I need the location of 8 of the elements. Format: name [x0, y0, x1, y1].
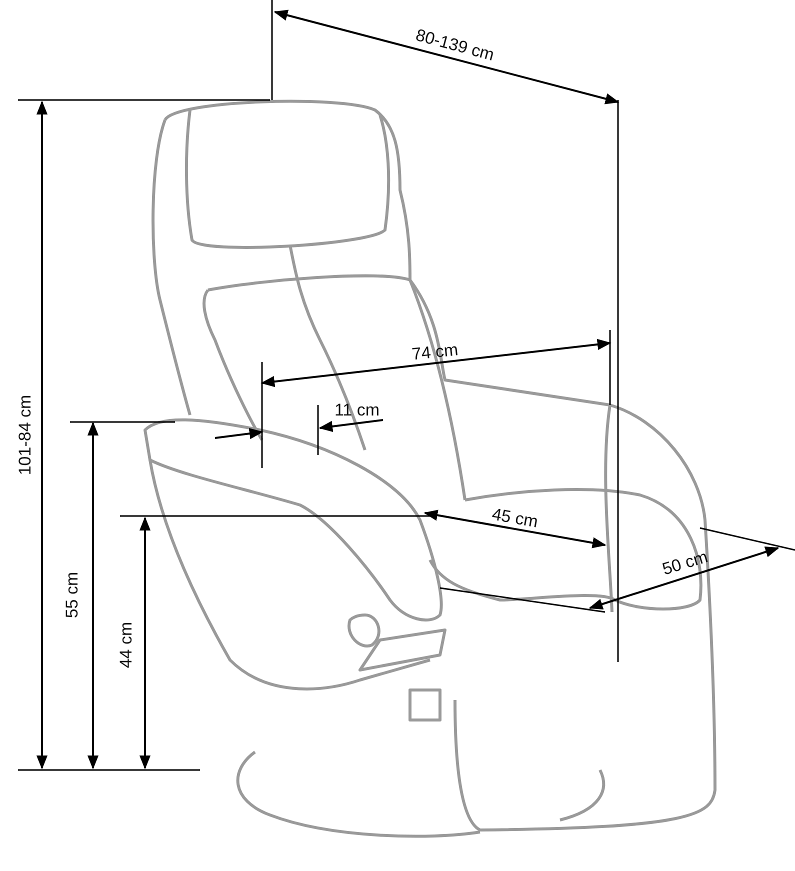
dimension-label: 101-84 cm	[16, 394, 34, 476]
dimension-label: 55 cm	[64, 572, 80, 618]
dimension-label: 74 cm	[411, 341, 459, 363]
dimension-label: 11 cm	[334, 402, 380, 418]
dimension-label: 80-139 cm	[414, 26, 496, 64]
dimension-label: 44 cm	[118, 622, 134, 668]
dimension-label: 45 cm	[490, 506, 540, 530]
dimension-label: 50 cm	[660, 548, 710, 578]
